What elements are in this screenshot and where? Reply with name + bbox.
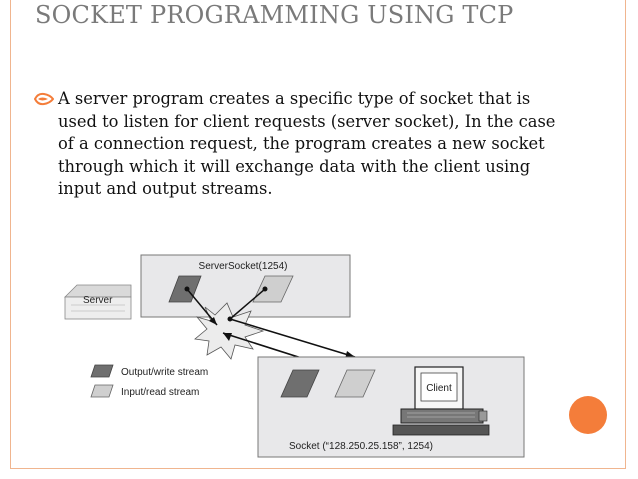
- server-label: Server: [83, 295, 113, 306]
- socket-diagram: ServerSocket(1254) Server: [64, 254, 525, 458]
- client-input-stream: [280, 369, 320, 398]
- legend-output-swatch: [90, 364, 114, 378]
- server-input-stream: [252, 275, 294, 303]
- socket-label: Socket (“128.250.25.158”, 1254): [289, 441, 433, 452]
- legend-input-swatch: [90, 384, 114, 398]
- legend-output-label: Output/write stream: [121, 367, 208, 378]
- slide-title: SOCKET PROGRAMMING USING TCP: [35, 1, 514, 29]
- server-socket-label: ServerSocket(1254): [199, 261, 288, 272]
- bullet-text: A server program creates a specific type…: [58, 89, 556, 198]
- legend-input-label: Input/read stream: [121, 387, 199, 398]
- bullet-arrow-icon: [34, 92, 54, 106]
- slide-frame: [10, 0, 626, 469]
- client-label: Client: [426, 383, 452, 394]
- computer-icon: [392, 366, 490, 436]
- server-icon: [64, 284, 132, 320]
- decorative-circle: [569, 396, 607, 434]
- client-output-stream: [334, 369, 376, 398]
